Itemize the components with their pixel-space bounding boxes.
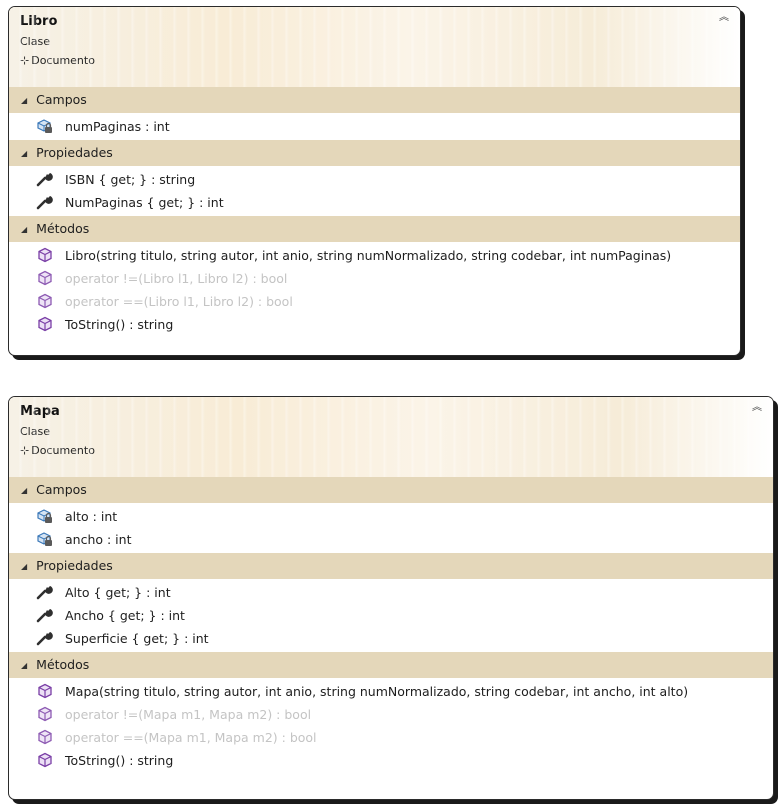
class-kind: Clase xyxy=(20,425,50,438)
base-class-name: Documento xyxy=(31,444,95,457)
method-cube-icon xyxy=(36,316,54,332)
member-text: ToString() : string xyxy=(65,317,174,332)
class-title: Libro xyxy=(20,14,58,29)
section-header-campos[interactable]: ◢ Campos xyxy=(9,477,773,503)
member-list: numPaginas : int xyxy=(9,113,740,140)
section-label: Propiedades xyxy=(36,145,113,160)
collapse-triangle-icon[interactable]: ◢ xyxy=(21,562,28,571)
member-list: Libro(string titulo, string autor, int a… xyxy=(9,242,740,338)
member-text: numPaginas : int xyxy=(65,119,170,134)
member-row[interactable]: alto : int xyxy=(9,505,773,528)
collapse-triangle-icon[interactable]: ◢ xyxy=(21,486,28,495)
collapse-triangle-icon[interactable]: ◢ xyxy=(21,225,28,234)
member-row[interactable]: operator !=(Mapa m1, Mapa m2) : bool xyxy=(9,703,773,726)
class-sections: ◢ Campos alto : int ancho : int ◢ Propiedades… xyxy=(9,477,773,774)
member-text: operator !=(Mapa m1, Mapa m2) : bool xyxy=(65,707,312,722)
method-cube-icon xyxy=(36,729,54,745)
member-row[interactable]: Superficie { get; } : int xyxy=(9,627,773,650)
member-list: alto : int ancho : int xyxy=(9,503,773,553)
section-header-propiedades[interactable]: ◢ Propiedades xyxy=(9,140,740,166)
base-class: ⊹Documento xyxy=(20,54,95,67)
member-row[interactable]: Ancho { get; } : int xyxy=(9,604,773,627)
wrench-icon xyxy=(36,584,54,600)
member-text: Alto { get; } : int xyxy=(65,585,171,600)
class-header: Mapa Clase ⊹Documento ︽ xyxy=(9,397,773,477)
section-header-mtodos[interactable]: ◢ Métodos xyxy=(9,652,773,678)
member-row[interactable]: Libro(string titulo, string autor, int a… xyxy=(9,244,740,267)
class-box-libro[interactable]: Libro Clase ⊹Documento ︽ ◢ Campos numPagin… xyxy=(8,6,741,356)
member-row[interactable]: ISBN { get; } : string xyxy=(9,168,740,191)
member-text: ISBN { get; } : string xyxy=(65,172,196,187)
member-row[interactable]: ToString() : string xyxy=(9,313,740,336)
wrench-icon xyxy=(36,194,54,210)
member-text: Libro(string titulo, string autor, int a… xyxy=(65,248,672,263)
collapse-triangle-icon[interactable]: ◢ xyxy=(21,149,28,158)
field-lock-icon xyxy=(36,508,54,524)
section-label: Campos xyxy=(36,92,87,107)
section-header-propiedades[interactable]: ◢ Propiedades xyxy=(9,553,773,579)
class-box-mapa[interactable]: Mapa Clase ⊹Documento ︽ ◢ Campos alto : in… xyxy=(8,396,774,800)
member-row[interactable]: operator ==(Libro l1, Libro l2) : bool xyxy=(9,290,740,313)
section-label: Métodos xyxy=(36,657,90,672)
member-row[interactable]: Mapa(string titulo, string autor, int an… xyxy=(9,680,773,703)
base-class-name: Documento xyxy=(31,54,95,67)
wrench-icon xyxy=(36,171,54,187)
member-text: ancho : int xyxy=(65,532,132,547)
class-kind: Clase xyxy=(20,35,50,48)
inheritance-arrow-icon: ⊹ xyxy=(20,54,30,67)
field-lock-icon xyxy=(36,531,54,547)
section-header-mtodos[interactable]: ◢ Métodos xyxy=(9,216,740,242)
member-text: Mapa(string titulo, string autor, int an… xyxy=(65,684,689,699)
wrench-icon xyxy=(36,607,54,623)
double-chevron-up-icon[interactable]: ︽ xyxy=(752,402,762,413)
member-row[interactable]: numPaginas : int xyxy=(9,115,740,138)
class-header: Libro Clase ⊹Documento ︽ xyxy=(9,7,740,87)
member-text: operator !=(Libro l1, Libro l2) : bool xyxy=(65,271,288,286)
field-lock-icon xyxy=(36,118,54,134)
section-label: Métodos xyxy=(36,221,90,236)
collapse-triangle-icon[interactable]: ◢ xyxy=(21,96,28,105)
method-cube-icon xyxy=(36,270,54,286)
section-label: Propiedades xyxy=(36,558,113,573)
member-text: NumPaginas { get; } : int xyxy=(65,195,224,210)
member-row[interactable]: NumPaginas { get; } : int xyxy=(9,191,740,214)
class-title: Mapa xyxy=(20,404,60,419)
method-cube-icon xyxy=(36,293,54,309)
member-row[interactable]: ToString() : string xyxy=(9,749,773,772)
section-header-campos[interactable]: ◢ Campos xyxy=(9,87,740,113)
member-text: operator ==(Libro l1, Libro l2) : bool xyxy=(65,294,293,309)
member-text: Ancho { get; } : int xyxy=(65,608,185,623)
method-cube-icon xyxy=(36,683,54,699)
member-text: Superficie { get; } : int xyxy=(65,631,209,646)
member-text: alto : int xyxy=(65,509,118,524)
member-row[interactable]: operator !=(Libro l1, Libro l2) : bool xyxy=(9,267,740,290)
member-row[interactable]: ancho : int xyxy=(9,528,773,551)
member-text: operator ==(Mapa m1, Mapa m2) : bool xyxy=(65,730,317,745)
member-text: ToString() : string xyxy=(65,753,174,768)
member-row[interactable]: operator ==(Mapa m1, Mapa m2) : bool xyxy=(9,726,773,749)
section-label: Campos xyxy=(36,482,87,497)
member-row[interactable]: Alto { get; } : int xyxy=(9,581,773,604)
method-cube-icon xyxy=(36,752,54,768)
method-cube-icon xyxy=(36,247,54,263)
method-cube-icon xyxy=(36,706,54,722)
inheritance-arrow-icon: ⊹ xyxy=(20,444,30,457)
collapse-triangle-icon[interactable]: ◢ xyxy=(21,661,28,670)
member-list: Mapa(string titulo, string autor, int an… xyxy=(9,678,773,774)
base-class: ⊹Documento xyxy=(20,444,95,457)
double-chevron-up-icon[interactable]: ︽ xyxy=(719,12,729,23)
wrench-icon xyxy=(36,630,54,646)
